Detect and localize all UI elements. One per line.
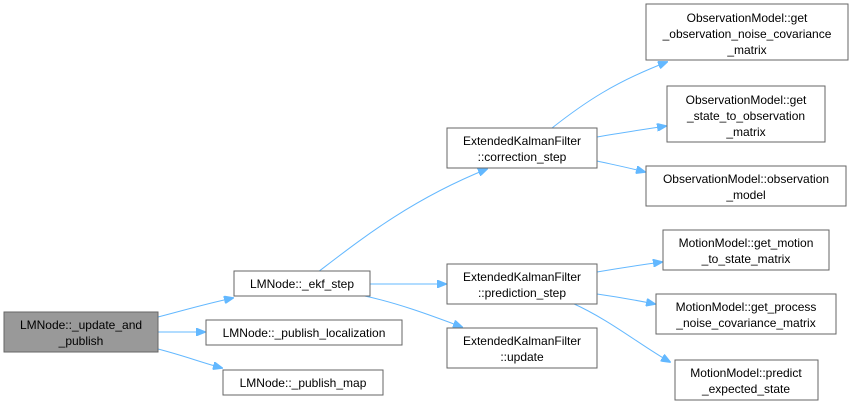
node-get-observation-noise[interactable]: ObservationModel::get _observation_noise… xyxy=(645,3,849,61)
node-label-line: ObservationModel::get xyxy=(687,11,808,25)
node-label-line: _to_state_matrix xyxy=(701,252,791,266)
node-label-line: LMNode::_update_and xyxy=(20,318,142,332)
node-label-line: ObservationModel::get xyxy=(686,93,807,107)
node-label-line: ::correction_step xyxy=(478,150,567,164)
node-label-line: LMNode::_publish_localization xyxy=(223,326,386,340)
node-update-and-publish[interactable]: LMNode::_update_and _publish xyxy=(3,311,159,353)
node-publish-localization[interactable]: LMNode::_publish_localization xyxy=(205,319,403,346)
node-correction-step[interactable]: ExtendedKalmanFilter ::correction_step xyxy=(446,127,598,169)
node-label-line: LMNode::_publish_map xyxy=(240,376,367,390)
node-label-line: ::update xyxy=(500,350,544,364)
edge-correction-to-observation-model xyxy=(596,160,645,172)
edge-update-to-ekf-step xyxy=(157,298,233,318)
edge-ekf-step-to-correction-step xyxy=(317,169,487,273)
edge-prediction-to-motion-to-state xyxy=(596,262,662,273)
node-label-line: ObservationModel::observation xyxy=(663,172,829,186)
edge-prediction-to-predict-expected xyxy=(571,302,670,362)
edge-correction-to-observation-noise xyxy=(551,62,667,129)
edges xyxy=(157,62,670,368)
node-label-line: MotionModel::predict xyxy=(690,366,802,380)
node-ekf-step[interactable]: LMNode::_ekf_step xyxy=(233,270,371,297)
node-label-line: _matrix xyxy=(726,43,766,57)
node-publish-map[interactable]: LMNode::_publish_map xyxy=(222,369,384,396)
node-label-line: _publish xyxy=(58,334,104,348)
node-get-motion-to-state[interactable]: MotionModel::get_motion _to_state_matrix xyxy=(662,229,830,271)
node-observation-model[interactable]: ObservationModel::observation _model xyxy=(645,165,847,207)
node-label-line: MotionModel::get_process xyxy=(676,300,817,314)
node-label-line: ExtendedKalmanFilter xyxy=(463,270,581,284)
node-label-line: ExtendedKalmanFilter xyxy=(463,134,581,148)
node-label-line: _expected_state xyxy=(701,382,790,396)
edge-ekf-step-to-update xyxy=(359,294,462,327)
node-label-line: ::prediction_step xyxy=(478,286,566,300)
edge-update-to-publish-map xyxy=(157,348,222,368)
node-label-line: _observation_noise_covariance xyxy=(662,27,832,41)
node-get-state-to-observation[interactable]: ObservationModel::get _state_to_observat… xyxy=(666,85,826,143)
node-label-line: ExtendedKalmanFilter xyxy=(463,334,581,348)
node-ekf-update[interactable]: ExtendedKalmanFilter ::update xyxy=(446,327,598,369)
node-label-line: _matrix xyxy=(725,125,765,139)
node-label-line: _noise_covariance_matrix xyxy=(675,316,815,330)
node-get-process-noise[interactable]: MotionModel::get_process _noise_covarian… xyxy=(655,293,837,335)
node-label-line: _model xyxy=(725,188,765,202)
node-label-line: _state_to_observation xyxy=(686,109,805,123)
edge-correction-to-state-to-observation xyxy=(596,126,666,138)
node-label-line: MotionModel::get_motion xyxy=(679,236,814,250)
edge-prediction-to-process-noise xyxy=(596,293,655,304)
node-predict-expected-state[interactable]: MotionModel::predict _expected_state xyxy=(674,359,819,401)
node-prediction-step[interactable]: ExtendedKalmanFilter ::prediction_step xyxy=(446,263,598,305)
node-label-line: LMNode::_ekf_step xyxy=(250,277,354,291)
